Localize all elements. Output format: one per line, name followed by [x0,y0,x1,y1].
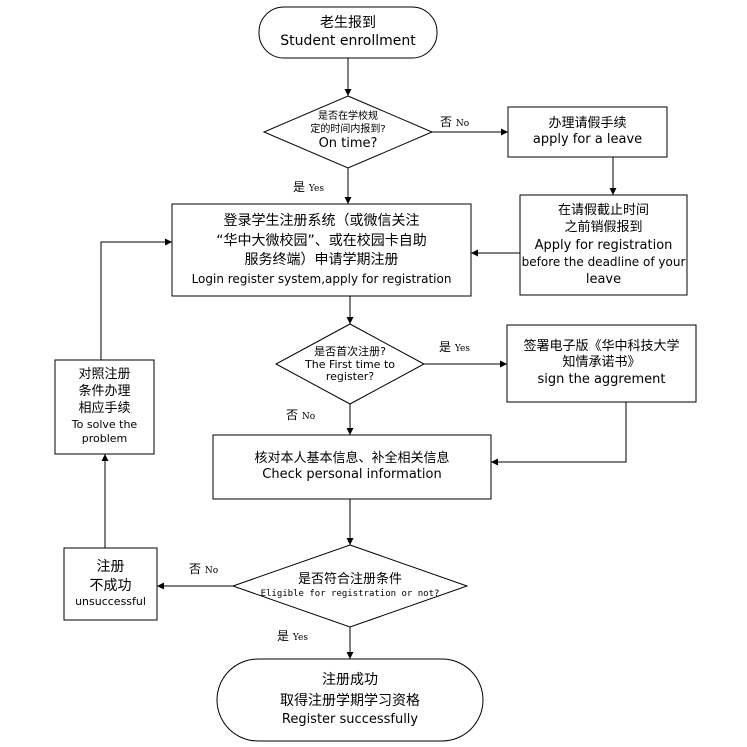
label-yes-ontime-en: Yes [308,184,324,194]
label-no-ontime-zh: 否 [440,115,453,129]
label-no-firsttime-zh: 否 [286,408,299,422]
label-no-eligible-en: No [204,566,219,576]
cancel-leave-zh-2: 之前销假报到 [564,220,643,236]
check-zh: 核对本人基本信息、补全相关信息 [254,450,450,466]
login-node: 登录学生注册系统（或微信关注 “华中大微校园”、或在校园卡自助 服务终端）申请学… [172,204,471,296]
sign-node: 签署电子版《华中科技大学 知情承诺书》 sign the aggrement [507,325,696,402]
label-yes-ontime-zh: 是 [293,180,306,194]
label-yes-eligible: 是 Yes [277,627,308,644]
login-zh-3: 服务终端）申请学期注册 [244,252,399,269]
unsuccessful-en: unsuccessful [75,595,146,609]
success-zh-2: 取得注册学期学习资格 [280,692,420,709]
solve-node: 对照注册 条件办理 相应手续 To solve the problem [55,360,154,454]
check-node: 核对本人基本信息、补全相关信息 Check personal informati… [213,435,491,499]
sign-en: sign the aggrement [537,371,666,387]
first-time-node: 是否首次注册? The First time to register? [296,342,404,388]
label-yes-firsttime: 是 Yes [439,338,470,355]
eligible-node: 是否符合注册条件 Eligible for registration or no… [250,568,450,604]
sign-zh-2: 知情承诺书》 [562,355,641,371]
first-time-zh: 是否首次注册? [314,345,386,359]
label-no-firsttime-en: No [301,412,316,422]
solve-en-1: To solve the [71,418,138,432]
cancel-leave-node: 在请假截止时间 之前销假报到 Apply for registration be… [520,195,687,295]
solve-en-2: problem [81,432,128,446]
check-en: Check personal information [262,467,442,482]
arrow-sign-to-check [491,402,627,466]
solve-zh-1: 对照注册 [78,367,131,383]
login-en: Login register system,apply for registra… [191,271,452,286]
leave-en: apply for a leave [532,132,643,147]
cancel-leave-box [519,194,688,296]
cancel-leave-zh-1: 在请假截止时间 [557,202,649,218]
eligible-zh: 是否符合注册条件 [297,571,402,587]
label-no-firsttime: 否 No [286,406,315,423]
sign-zh-1: 签署电子版《华中科技大学 [523,339,680,355]
start-node: 老生报到 Student enrollment [259,7,437,58]
cancel-leave-en-3: leave [585,271,622,287]
label-yes-eligible-en: Yes [292,633,308,643]
first-time-en-1: The First time to [305,357,395,371]
success-node: 注册成功 取得注册学期学习资格 Register successfully [217,659,483,741]
on-time-question-en: On time? [318,136,378,152]
success-zh-1: 注册成功 [322,672,378,689]
solve-zh-3: 相应手续 [78,401,131,417]
login-zh-1: 登录学生注册系统（或微信关注 [223,213,420,230]
on-time-question-zh-1: 是否在学校规 [318,111,378,123]
on-time-node: 是否在学校规 定的时间内报到? On time? [290,104,406,160]
on-time-question-zh-2: 定的时间内报到? [310,123,386,135]
success-en: Register successfully [281,711,419,727]
check-box [212,434,492,500]
unsuccessful-node: 注册 不成功 unsuccessful [64,548,157,620]
leave-zh: 办理请假手续 [548,115,627,131]
label-no-ontime-en: No [455,119,470,129]
start-title-en: Student enrollment [280,32,416,49]
first-time-en-2: register? [325,370,375,384]
eligible-en: Eligible for registration or not? [260,588,440,599]
start-title-zh: 老生报到 [320,15,376,31]
login-zh-2: “华中大微校园”、或在校园卡自助 [216,232,427,249]
solve-zh-2: 条件办理 [78,384,131,400]
arrow-solve-to-login [100,238,172,360]
label-yes-firsttime-zh: 是 [439,340,452,354]
leave-node: 办理请假手续 apply for a leave [508,107,667,157]
label-no-ontime: 否 No [440,113,469,130]
label-no-eligible: 否 No [189,560,218,577]
label-no-eligible-zh: 否 [189,562,202,576]
cancel-leave-en-2: before the deadline of your [521,255,686,270]
label-yes-eligible-zh: 是 [277,629,290,643]
unsuccessful-zh-1: 注册 [96,558,125,575]
cancel-leave-en-1: Apply for registration [534,237,673,253]
unsuccessful-zh-2: 不成功 [89,577,132,594]
label-yes-firsttime-en: Yes [454,344,470,354]
label-yes-ontime: 是 Yes [293,178,324,195]
